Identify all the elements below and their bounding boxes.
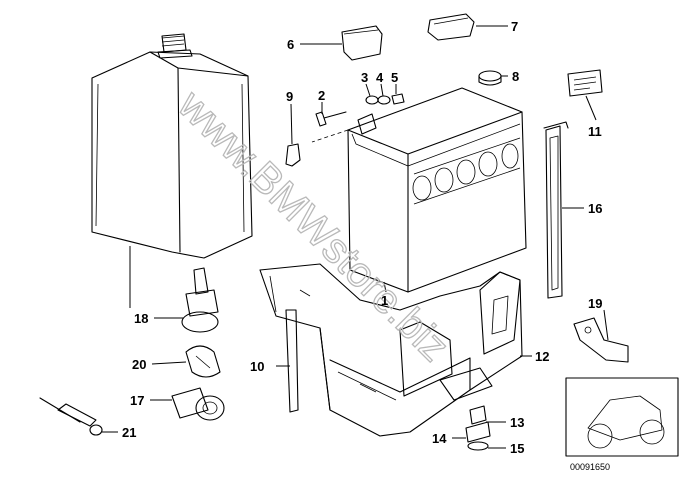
callout-12: 12 — [535, 349, 549, 364]
plug-21 — [39, 397, 103, 436]
image-code: 00091650 — [570, 462, 610, 472]
callout-1: 1 — [381, 293, 388, 308]
callout-19: 19 — [588, 296, 602, 311]
callout-14: 14 — [432, 431, 447, 446]
callout-17: 17 — [130, 393, 144, 408]
callout-16: 16 — [588, 201, 602, 216]
callout-5: 5 — [391, 70, 398, 85]
callout-8: 8 — [512, 69, 519, 84]
motorcycle-thumbnail — [565, 377, 679, 457]
callout-10: 10 — [250, 359, 264, 374]
callout-11: 11 — [588, 124, 602, 139]
callout-7: 7 — [511, 19, 518, 34]
mount-13-15 — [465, 405, 491, 451]
callout-13: 13 — [510, 415, 524, 430]
water-canister — [91, 33, 253, 259]
callout-3: 3 — [361, 70, 368, 85]
washers-3-5 — [365, 93, 405, 105]
cover-6 — [341, 25, 383, 61]
callout-15: 15 — [510, 441, 524, 456]
battery — [347, 87, 527, 293]
bracket-19 — [573, 317, 629, 363]
callout-20: 20 — [132, 357, 146, 372]
socket-17 — [171, 387, 225, 421]
strap-16 — [543, 121, 569, 299]
hose-10 — [285, 309, 299, 413]
connector-18 — [181, 267, 219, 333]
bolt-2 — [315, 111, 347, 127]
battery-tray — [259, 263, 523, 437]
cap-8 — [478, 70, 502, 86]
clamp-20 — [185, 345, 221, 378]
callout-9: 9 — [286, 89, 293, 104]
leader-lines — [102, 25, 609, 449]
cover-7 — [427, 13, 475, 41]
callout-18: 18 — [134, 311, 148, 326]
callout-6: 6 — [287, 37, 294, 52]
label-11 — [567, 69, 603, 97]
callout-4: 4 — [376, 70, 384, 85]
hose-9 — [285, 143, 301, 167]
callout-21: 21 — [122, 425, 136, 440]
callout-2: 2 — [318, 88, 325, 103]
